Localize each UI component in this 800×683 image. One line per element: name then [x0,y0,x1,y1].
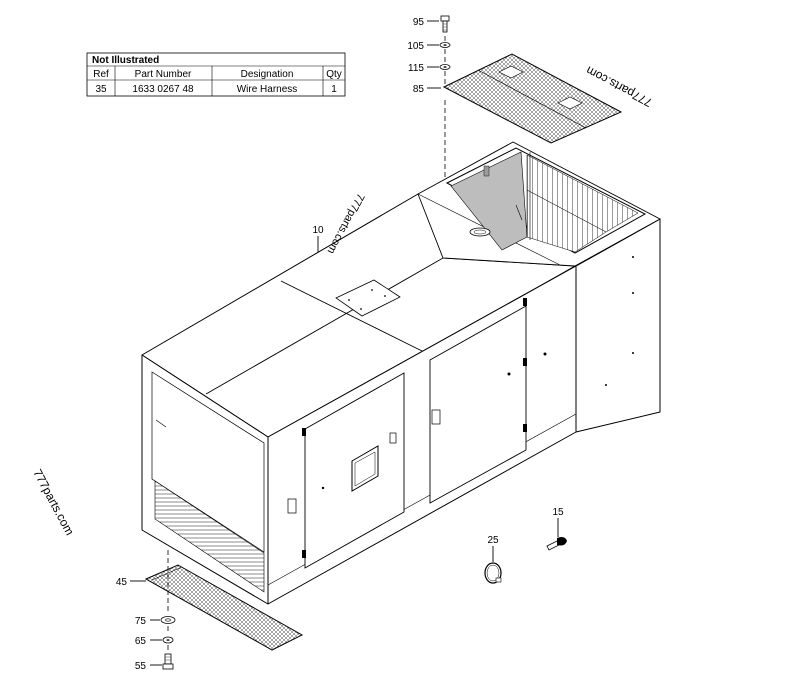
table-cell-ref: 35 [95,84,107,95]
callout-10: 10 [312,225,324,236]
callout-75: 75 [135,616,147,627]
callout-15: 15 [552,507,564,518]
table-header-qty: Qty [326,69,342,80]
callout-95: 95 [413,17,425,28]
bottom-grille-panel-45 [144,564,304,651]
washer-65-icon [162,636,174,644]
top-grille-panel-85 [442,53,623,144]
key-15-icon [546,537,567,551]
washer-105-icon [439,42,451,48]
table-header-ref: Ref [93,69,109,80]
table-cell-designation: Wire Harness [237,84,298,95]
callout-55: 55 [135,661,147,672]
table-header-part-number: Part Number [135,69,192,80]
watermark-left: 777parts.com [30,467,76,538]
washer-75-icon [160,616,176,624]
washer-115-icon [439,64,451,70]
table-cell-part-number: 1633 0267 48 [132,84,194,95]
callout-25: 25 [487,535,499,546]
table-header-designation: Designation [241,69,294,80]
table-title: Not Illustrated [92,55,159,66]
hose-clamp-25-icon [484,562,502,584]
callout-45: 45 [116,577,128,588]
generator-enclosure [141,141,661,605]
top-hardware-stack: 95 105 115 85 [407,15,451,185]
not-illustrated-table: Not Illustrated Ref Part Number Designat… [86,52,346,97]
bottom-hardware-stack: 75 65 55 [135,550,176,672]
callout-105: 105 [407,41,424,52]
bolt-55-icon [162,653,174,670]
callout-85: 85 [413,84,425,95]
table-cell-qty: 1 [331,84,337,95]
bolt-95-icon [440,15,450,33]
callout-65: 65 [135,636,147,647]
callout-115: 115 [408,63,424,74]
